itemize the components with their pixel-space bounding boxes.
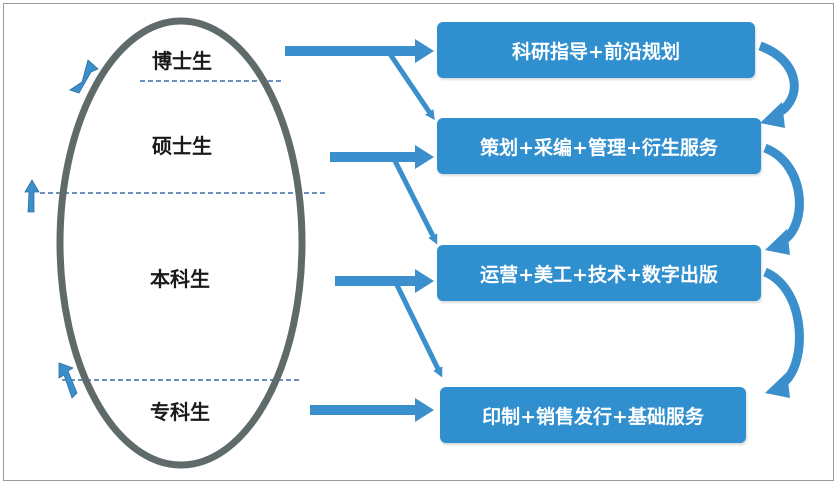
stage-box-4: 印制+销售发行+基础服务 — [440, 387, 746, 443]
arrow-master-stage3 — [390, 155, 438, 245]
arrow-master-stage2 — [330, 145, 434, 169]
talent-ellipse — [56, 17, 306, 469]
stage-box-2: 策划+采编+管理+衍生服务 — [437, 118, 761, 174]
arrow-undergrad-stage3 — [335, 269, 434, 293]
connector-arrowhead — [760, 102, 785, 128]
stage-box-1: 科研指导+前沿规划 — [437, 22, 755, 78]
connector-1-2 — [758, 41, 799, 120]
level-label-master: 硕士生 — [152, 134, 212, 158]
stage-connectors — [758, 41, 804, 398]
arrow-undergrad-stage4 — [392, 279, 443, 378]
arrow-doctor-stage2 — [385, 49, 435, 121]
connector-2-3 — [763, 143, 804, 247]
connector-3-4 — [762, 267, 804, 389]
connector-arrowhead — [765, 372, 790, 398]
flow-arrows — [285, 39, 443, 422]
up-arrow-icon — [58, 362, 78, 399]
connector-arrowhead — [765, 229, 790, 255]
up-arrow-icon — [69, 59, 99, 94]
up-arrow-icon — [24, 179, 40, 213]
upward-arrows — [24, 59, 99, 399]
level-label-college: 专科生 — [150, 400, 210, 424]
arrow-doctor-stage1 — [285, 39, 434, 63]
stage-box-3: 运营+美工+技术+数字出版 — [437, 245, 761, 301]
level-label-undergrad: 本科生 — [150, 267, 210, 291]
arrow-college-stage4 — [310, 398, 434, 422]
level-label-doctor: 博士生 — [152, 49, 212, 73]
